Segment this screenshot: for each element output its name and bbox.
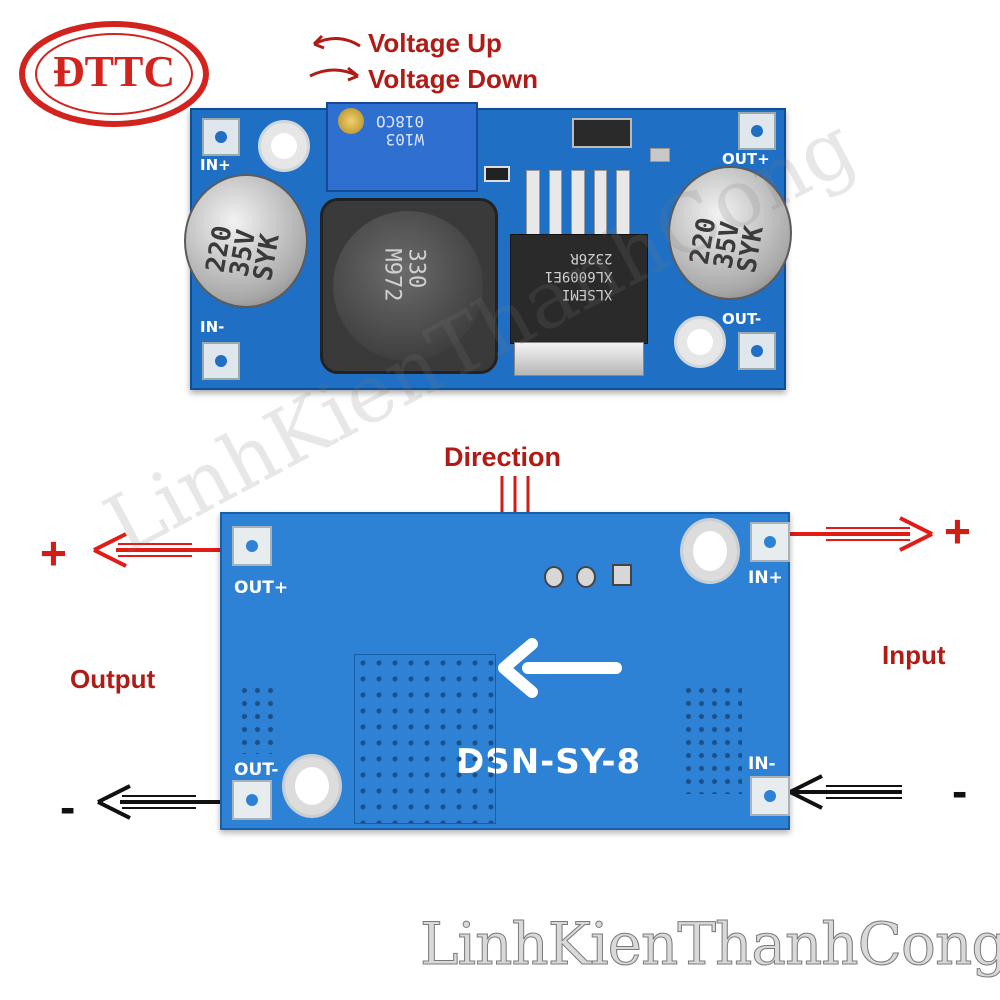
smd-resistor [484,166,510,182]
bottom-watermark: LinhKienThanhCong [419,910,1000,979]
out-minus-pad [738,332,776,370]
minus-left: - [60,781,76,833]
in-plus-pad-bottom [750,522,790,562]
top-pcb: IN+ IN- OUT+ OUT- 220 35V SYK 220 35V SY… [184,102,792,390]
pot-line-1: W103 [385,130,425,149]
out-plus-label-bottom: OUT+ [234,578,289,598]
smd-capacitor [650,148,670,162]
via-grid [354,654,496,824]
in-minus-pad [202,342,240,380]
mount-hole-bottom-left [282,754,342,818]
arrow-in-plus-icon [790,516,933,552]
board-left-arrow-icon [498,638,622,698]
mount-hole-bottom-top-right [680,518,740,584]
logo: ĐTTC [14,18,214,130]
input-label: Input [882,640,946,670]
via-strip-left [238,684,278,754]
mount-hole-top-left [258,120,310,172]
pot-pad-2 [576,566,596,588]
inductor-line-1: 330 [403,248,429,289]
in-minus-label: IN- [200,318,225,336]
pot-pad-1 [544,566,564,588]
output-label: Output [70,664,156,694]
via-strip-right [682,684,742,794]
plus-right: + [944,505,971,557]
inductor-line-2: M972 [379,248,405,302]
minus-right: - [952,765,968,817]
out-plus-label: OUT+ [722,150,770,168]
diode [572,118,632,148]
regulator-chip: XLSEMI XL6009E1 2326R [510,170,648,376]
in-minus-label-bottom: IN- [748,754,776,774]
in-plus-pad [202,118,240,156]
out-plus-pad [738,112,776,150]
direction-label: Direction [444,442,562,472]
arrow-out-minus-icon [97,784,232,820]
bottom-pcb: OUT+ IN+ OUT- IN- DSN-SY-8 [220,512,790,830]
in-plus-label-bottom: IN+ [748,568,783,588]
voltage-down-label: Voltage Down [368,64,538,94]
pot-line-2: 018CO [376,112,425,131]
pot-pad-3 [612,564,632,586]
out-minus-pad-bottom [232,780,272,820]
logo-text: ĐTTC [52,47,176,96]
logo-ellipse-icon [19,21,209,127]
voltage-up-label: Voltage Up [368,28,502,58]
arrow-out-plus-icon [93,532,228,568]
in-plus-label: IN+ [200,156,231,174]
in-minus-pad-bottom [750,776,790,816]
out-plus-pad-bottom [232,526,272,566]
pot-screw-icon [338,108,364,134]
capacitor-left: 220 35V SYK [184,174,308,308]
adjust-arrows-icon [309,34,361,82]
out-minus-label: OUT- [722,310,762,328]
potentiometer: W103 018CO [326,102,478,192]
out-minus-label-bottom: OUT- [234,760,279,780]
plus-left: + [40,527,67,579]
arrow-in-minus-icon [789,774,902,810]
inductor: 330 M972 [320,198,498,374]
capacitor-right: 220 35V SYK [668,166,792,300]
mount-hole-bottom-right [674,316,726,368]
